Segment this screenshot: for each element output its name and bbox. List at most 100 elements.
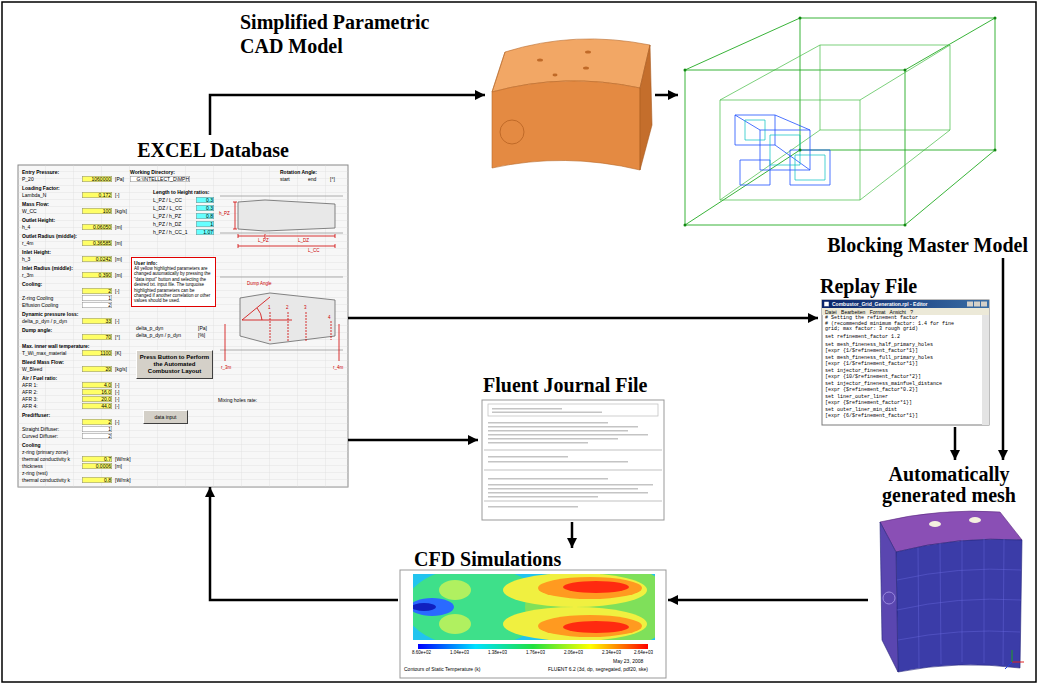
cell-text: [m] [115, 256, 122, 262]
button-label: data input [146, 414, 185, 420]
blocking-model-panel: Blocking Master Model [678, 12, 1030, 258]
journal-document [488, 478, 608, 480]
cell-text: thermal conductivity k [22, 456, 70, 462]
colorbar-value: 1.04e+03 [450, 650, 469, 655]
mesh-model [880, 522, 898, 672]
dimension-label: 2 [286, 305, 289, 310]
combustor-sketch [220, 196, 343, 248]
input-cell: 1100 [82, 350, 112, 356]
journal-document [492, 412, 602, 414]
plot-note: FLUENT 6.2 (3d, dp, segregated, pdf20, s… [548, 666, 648, 672]
dimension-label: r_3m [221, 365, 231, 370]
field-heading: Prediffuser: [22, 412, 50, 418]
field-heading: Entry Pressure: [22, 169, 59, 175]
cell-text: [m] [115, 463, 122, 469]
spreadsheet [18, 165, 348, 487]
flow-arrow [210, 487, 398, 600]
mesh-model [880, 511, 1024, 672]
ratio-cell: 0.8 [196, 213, 214, 219]
cell-text: [-] [115, 389, 119, 395]
temperature-contour-plot [503, 607, 647, 640]
temperature-contour-plot [400, 562, 675, 678]
cell-value: 1 [82, 426, 112, 432]
blocking-wireframe [994, 17, 997, 20]
cell-text: [°] [115, 334, 120, 340]
cell-text: r_3m [22, 272, 33, 278]
script-line: [expr {1/$refinement_factor*1}] [825, 362, 918, 368]
field-heading: Outlet Radius (middle): [22, 233, 77, 239]
input-cell: 0.06050 [82, 224, 112, 230]
input-cell: 44.0 [82, 403, 112, 409]
cell-text: h_4 [22, 224, 30, 230]
journal-document [484, 450, 662, 501]
button-label: Press Button to Perform the Automated Co… [139, 354, 210, 375]
cell-text: [kg/s] [115, 208, 127, 214]
combustor-sketch [225, 324, 339, 361]
cell-text: [m] [115, 272, 122, 278]
dimension-label: Dump Angle [247, 281, 272, 286]
cell-text: Effusion Cooling [22, 302, 58, 308]
combustor-sketch [220, 277, 343, 350]
combustor-sketch [242, 297, 292, 320]
colorbar-value: 1.76e+03 [526, 650, 545, 655]
flow-arrow [571, 522, 574, 548]
field-heading: Dump angle: [22, 327, 52, 333]
cfd-panel: CFD Simulations8.60e+021.04e+031.38e+031… [398, 548, 668, 678]
input-cell: 70 [82, 334, 112, 340]
combustor-sketch [240, 293, 335, 344]
cell-text: r_4m [22, 240, 33, 246]
user-info-box: User info:All yellow highlighted paramet… [131, 257, 216, 307]
dimension-label: L_DZ [298, 238, 309, 243]
panel-heading: Simplified Parametric CAD Model [240, 10, 475, 58]
info-heading: User info: [134, 260, 213, 266]
temperature-contour-plot [563, 621, 629, 633]
journal-document [488, 488, 638, 490]
cell-text: Mixing holes rate: [218, 397, 257, 403]
script-line: [expr {1/$refinement_factor*1}] [825, 349, 918, 355]
cell-text: [-] [115, 318, 119, 324]
journal-document [488, 492, 648, 494]
temperature-contour-plot [538, 577, 642, 599]
field-heading: Length to Height ratios: [153, 189, 209, 195]
flow-arrow [348, 439, 478, 442]
input-cell: 1060000 [82, 176, 112, 182]
field-heading: Dynamic pressure loss: [22, 311, 78, 317]
journal-document [488, 456, 568, 458]
editor-window [822, 300, 989, 425]
blocking-wireframe [684, 224, 687, 227]
journal-document [482, 400, 664, 520]
dimension-label: h_PZ [219, 211, 230, 216]
input-cell: 0.0006 [82, 463, 112, 469]
cell-text: AFR 1: [22, 382, 38, 388]
cell-text: h_PZ / h_DZ [153, 221, 181, 227]
combustor-sketch [220, 277, 343, 361]
temperature-contour-plot [538, 615, 642, 637]
ratio-cell: 0.3 [196, 205, 214, 211]
blocking-wireframe [904, 69, 907, 72]
cell-text: T_Wi_max_material [22, 350, 66, 356]
cell-value: 2 [82, 302, 112, 308]
colorbar-value: 2.64e+03 [634, 650, 653, 655]
temperature-contour-plot [413, 598, 454, 616]
input-cell: 20 [82, 366, 112, 372]
script-line: [expr {$refinement_factor*0.2}] [825, 388, 918, 394]
temperature-contour-plot [413, 574, 655, 640]
cell-value: G:\INTELLECT_D\MPH [130, 176, 190, 182]
cell-text: delta_p_dyn / p_dyn [136, 332, 181, 338]
editor-window [822, 308, 989, 315]
push-button: data input [143, 410, 188, 424]
script-line: [expr {6/$refinement_factor*1}] [825, 414, 918, 420]
input-cell: 33 [82, 318, 112, 324]
cell-text: [-] [115, 382, 119, 388]
temperature-contour-plot [439, 580, 471, 600]
menu-bar: Datei Bearbeiten Format Ansicht ? [825, 309, 913, 315]
journal-document [488, 484, 653, 486]
cell-text: delta_p_dyn / p_dyn [22, 318, 67, 324]
cell-text: Straight Diffuser: [22, 426, 59, 432]
temperature-contour-plot [503, 574, 647, 607]
input-cell: 0.8 [82, 477, 112, 483]
dimension-label: 4 [328, 315, 331, 320]
cell-text: start [280, 176, 290, 182]
